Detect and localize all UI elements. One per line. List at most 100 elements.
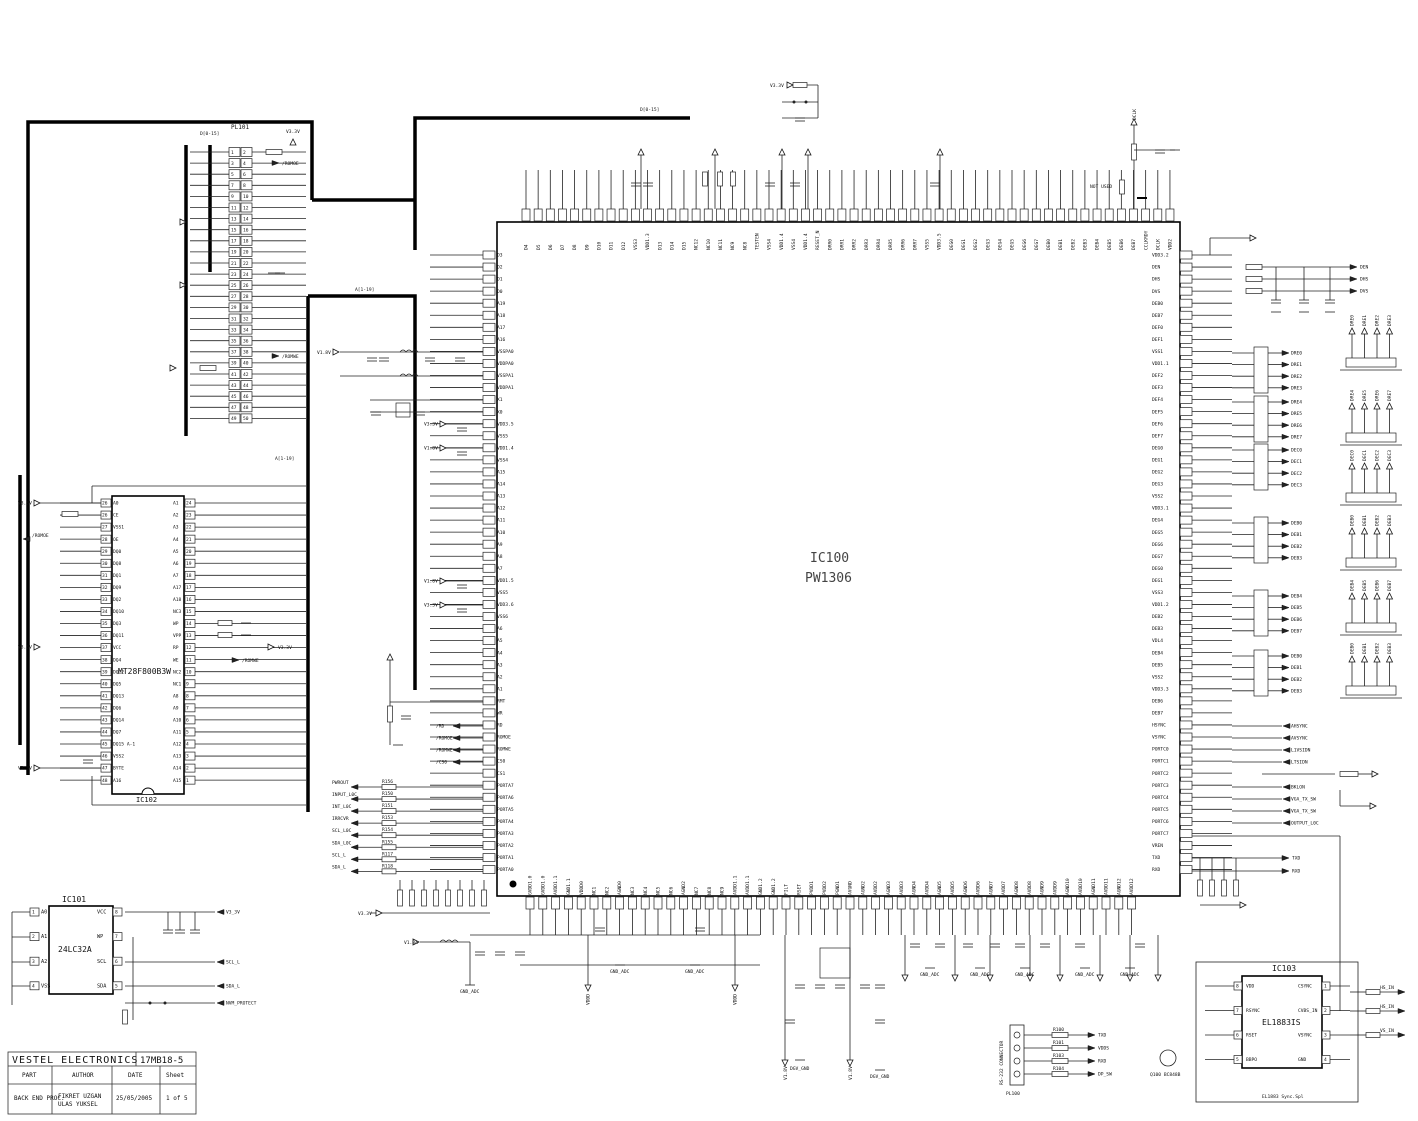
ic100-top-pin-label: VSS3 [633, 239, 639, 250]
title-date-h: DATE [128, 1072, 143, 1079]
dclk-capacitor [1155, 149, 1165, 154]
pl101-pin-num: 18 [243, 239, 249, 245]
pa-flag [332, 348, 340, 356]
ic102-right-pin-num: 14 [186, 621, 192, 627]
ic100-top-pin-label: D4 [524, 244, 530, 250]
connector-arrow [1348, 527, 1356, 535]
pl101-pin-num: 20 [243, 250, 249, 256]
connector-arrow [1373, 655, 1381, 663]
porta-net-label: INT_L0C [332, 804, 352, 810]
ic103-part: EL1883IS [1262, 1018, 1301, 1027]
top-power-flag [711, 148, 719, 156]
ic100-bottom-pin-label: AVDD5 [950, 881, 956, 895]
ic102-left-pin-label: VCC [113, 645, 122, 651]
ic100-top-pin-label: DRR4 [876, 239, 882, 250]
ic100-top-pin-label: D12 [621, 241, 627, 250]
ic100-bottom-pin-label: NC9 [720, 886, 726, 895]
wp-resistor [217, 620, 233, 626]
rarray-net-arrow [1281, 373, 1290, 380]
ic100-top-pin-label: DRR0 [827, 239, 833, 250]
ic101-left-pin-label: A2 [41, 959, 47, 965]
ic102-right-pins: 24A123A222A321A420A519A618A717A1716A1815… [173, 498, 306, 785]
decap-net-label: V1.8V [424, 579, 438, 585]
pl101-pin-num: 43 [231, 383, 237, 389]
ic102-left-pin-num: 47 [102, 766, 108, 772]
ic100-right-pin [1179, 491, 1193, 501]
adc-flag [1026, 974, 1034, 982]
ic100-left-pin [482, 708, 496, 718]
pl100-net-arrow [1087, 1058, 1096, 1064]
ic100-top-pin [1116, 208, 1126, 222]
pl100-resistor-label: R101 [1053, 1040, 1064, 1046]
porta-pullup-resistor [445, 889, 451, 907]
ic100-right-pin [1179, 419, 1193, 429]
ic101-left-pin-label: A1 [41, 934, 47, 940]
ic102-ref: IC102 [136, 796, 157, 804]
ic100-bottom-pin-label: GND1.1 [566, 878, 572, 895]
ic100-top-pin [922, 208, 932, 222]
porta-net-arrow [350, 808, 359, 814]
connector-label: DEB2 [1375, 643, 1381, 654]
ic100-top-pin [1068, 208, 1078, 222]
ic100-top-pin [764, 208, 774, 222]
ic100-right-pin-label: DEF4 [1152, 397, 1163, 403]
ic100-right-pin [1179, 756, 1193, 766]
ic100-right-pin [1179, 322, 1193, 332]
den-capacitor [1325, 299, 1335, 304]
adc-capacitor [1135, 943, 1145, 948]
ic100-left-pin [482, 588, 496, 597]
ic102-right-pin-label: WP [173, 621, 179, 627]
ic100-right-pin-label: PORTC3 [1152, 783, 1169, 789]
ic100-top-pin [1092, 208, 1102, 222]
ic100-left-pin [482, 696, 496, 706]
sync-net-arrow [1282, 735, 1291, 741]
pl100-pin [1013, 1044, 1021, 1052]
ic100-top-pin [570, 208, 579, 222]
porta-pullup-flag [375, 909, 383, 917]
adc-flag [986, 974, 994, 982]
connector-label: DEB1 [1362, 515, 1368, 526]
connector-label: DEB5 [1362, 580, 1368, 591]
sync-net-label: AVSYNC [1291, 736, 1308, 742]
ic102-decap [83, 759, 93, 764]
rarray-net-arrow [1281, 676, 1290, 683]
pl101-pin-num: 8 [243, 183, 246, 189]
ic102-right-pin-label: A15 [173, 778, 182, 784]
pl101-pin-num: 30 [243, 305, 249, 311]
ic102-right-pin-num: 1 [186, 778, 189, 784]
ic101-right-pin [112, 907, 123, 917]
ic100-left-pin [482, 575, 496, 585]
rmt-flag [386, 653, 394, 661]
ic102-left-pin-num: 26 [102, 501, 108, 507]
ic100-right-pin-label: DEB7 [1152, 711, 1163, 717]
porta-resistor-label: R151 [382, 803, 393, 809]
inductor [399, 373, 419, 377]
vddd-flag [731, 984, 739, 992]
den-capacitor [1299, 299, 1309, 304]
ic102-left-pin-num: 32 [102, 585, 108, 591]
pl101-resistor [199, 365, 217, 371]
rarray-net-arrow [1281, 653, 1290, 659]
ic100-top-pin-label: D14 [669, 241, 675, 250]
pullup-resistor [1197, 879, 1203, 897]
adc-capacitor [935, 943, 945, 948]
ic100-right-pin [1179, 732, 1193, 742]
adc-ground-label: GND_ADC [1075, 972, 1095, 978]
ic100-bottom-pin-label: AGND11 [1091, 878, 1097, 895]
ic100-bottom-pin [679, 896, 688, 910]
ic100-left-pin-label: A14 [497, 482, 506, 488]
ic100-top-pin [995, 208, 1005, 222]
ic100-left-pin [482, 539, 496, 549]
ic100-right-pin-label: VREN [1152, 843, 1163, 849]
ic103-net-arrow [1397, 1008, 1406, 1014]
ic102-left-pin-label: BYTE [113, 766, 124, 772]
ic102-right-pin-label: A7 [173, 573, 179, 579]
ic100-top-pin-label: VSS5 [925, 239, 931, 250]
ic100-top-pin [934, 208, 944, 222]
connector-label: DEB3 [1387, 643, 1393, 654]
ic103-left-pin-label: VDD [1246, 984, 1255, 990]
ic100-bottom-pin [922, 896, 932, 910]
connector-label: DEB2 [1375, 515, 1381, 526]
